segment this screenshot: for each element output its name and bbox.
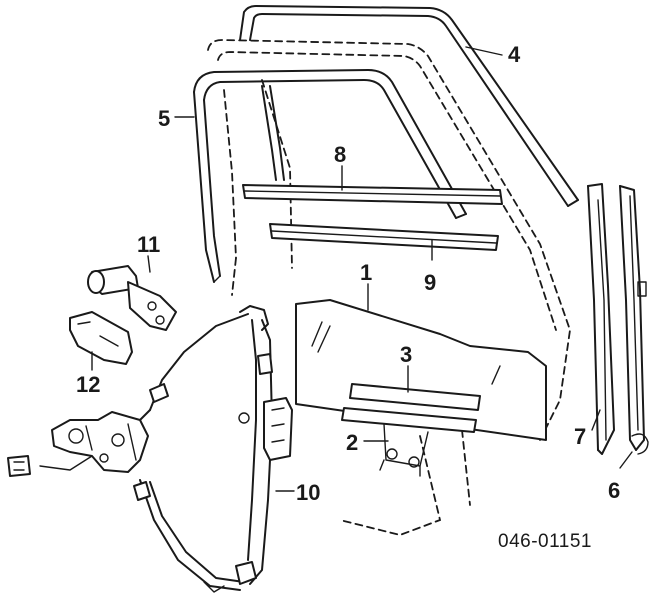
weatherstrip-outer-part-4 xyxy=(239,5,579,207)
pad-part-12 xyxy=(69,311,133,365)
glass-channel-part-3 xyxy=(349,383,481,411)
callout-5: 5 xyxy=(158,106,170,131)
callout-12: 12 xyxy=(76,372,100,397)
division-bar-part-7 xyxy=(587,183,615,455)
callout-6: 6 xyxy=(608,478,620,503)
rear-run-channel-part-6 xyxy=(619,185,649,455)
callout-8: 8 xyxy=(334,142,346,167)
callout-9: 9 xyxy=(424,270,436,295)
callout-2: 2 xyxy=(346,430,358,455)
belt-moulding-inner-part-8 xyxy=(242,184,503,205)
drawing-code: 046-01151 xyxy=(498,531,592,552)
callout-11: 11 xyxy=(137,232,160,257)
glass-bracket-part-2 xyxy=(341,407,477,477)
belt-moulding-outer-part-9 xyxy=(269,223,499,251)
callout-10: 10 xyxy=(296,480,320,505)
regulator-motor xyxy=(7,411,149,477)
callout-4: 4 xyxy=(508,42,521,67)
callout-3: 3 xyxy=(400,342,412,367)
window-regulator-part-10 xyxy=(127,305,293,593)
leader-lines xyxy=(91,46,633,492)
handle-assembly-part-11 xyxy=(87,265,177,331)
callout-7: 7 xyxy=(574,424,586,449)
callout-1: 1 xyxy=(360,260,372,285)
run-channel-part-5 xyxy=(193,69,467,283)
